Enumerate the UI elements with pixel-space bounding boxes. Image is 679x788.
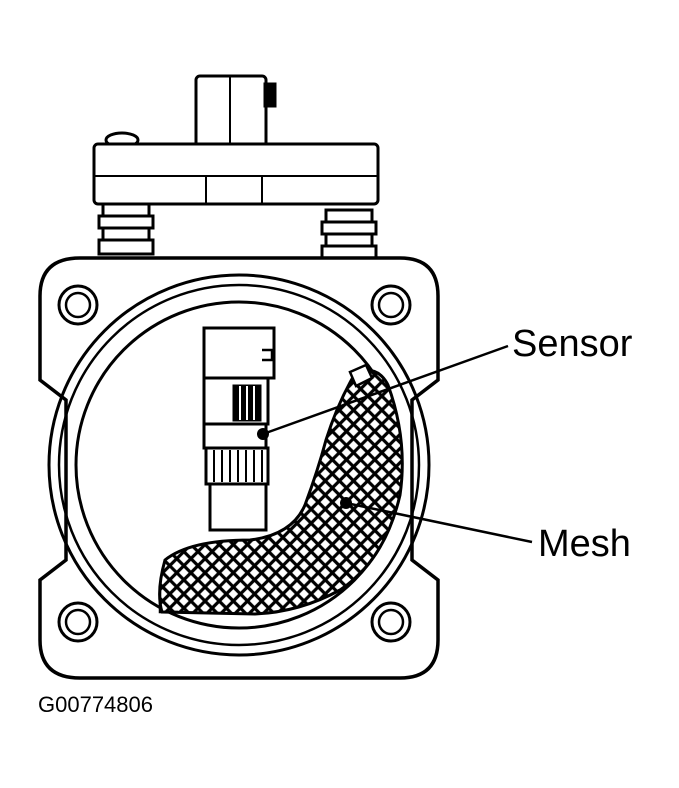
bolt-hole-top-left [57, 284, 99, 326]
sensor-leader-line [262, 344, 509, 436]
connector [194, 74, 277, 154]
bolt-hole-bottom-right [370, 601, 412, 643]
sensor-label: Sensor [512, 323, 633, 365]
mesh-label: Mesh [538, 523, 631, 565]
left-standoff [97, 202, 155, 256]
sensor-probe [202, 326, 276, 532]
right-standoff [320, 208, 378, 260]
figure-id: G00774806 [38, 692, 153, 717]
mesh-leader-line [345, 501, 533, 544]
bolt-holes [57, 284, 412, 643]
bolt-hole-top-right [370, 284, 412, 326]
bolt-hole-bottom-left [57, 601, 99, 643]
mounting-plate [92, 131, 380, 206]
mesh-screen [158, 363, 404, 616]
